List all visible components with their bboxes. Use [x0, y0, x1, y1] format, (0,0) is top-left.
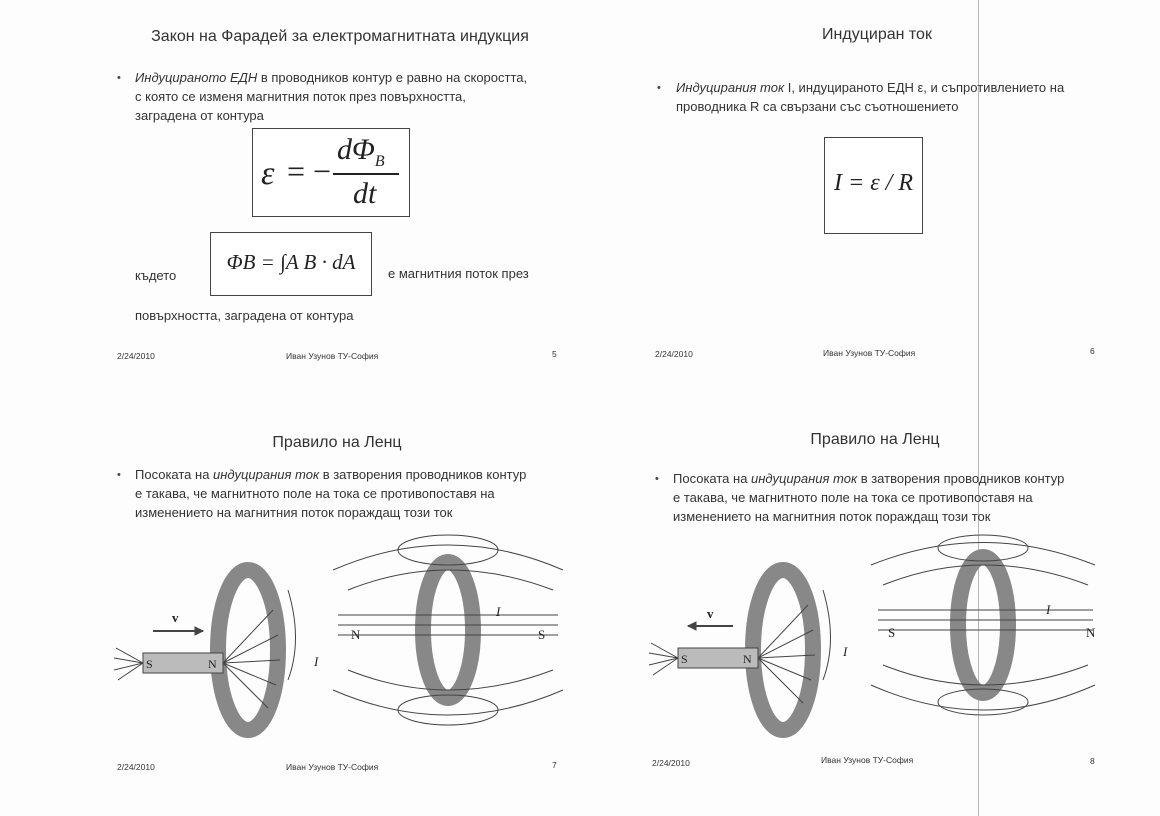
slide-author: Иван Узунов ТУ-София	[286, 351, 379, 361]
magnet-n-label: N	[208, 657, 217, 671]
bullet-text: Посоката на индуцирания ток в затворения…	[135, 465, 526, 522]
pole-left-label: S	[888, 625, 895, 640]
slide-date: 2/24/2010	[117, 351, 155, 361]
emphasis: индуцирания ток	[213, 467, 320, 482]
ring-field-figure: S N I	[870, 534, 1096, 716]
text-line: изменението на магнитния поток пораждащ …	[135, 505, 453, 520]
text-line: е такава, че магнитното поле на тока се …	[673, 490, 1033, 505]
text-line: проводника R са свързани със съотношение…	[676, 99, 959, 114]
bullet-icon: •	[117, 469, 121, 481]
velocity-label: v	[172, 610, 179, 625]
text-line: повърхността, заградена от контура	[135, 308, 354, 323]
pole-right-label: S	[538, 627, 545, 642]
text-line: в затворения проводников контур	[857, 471, 1065, 486]
flux-description: е магнитния поток през	[388, 266, 529, 281]
emphasis: Индуцирания ток	[676, 80, 785, 95]
ring-field-figure: N S I	[332, 534, 564, 726]
slide-date: 2/24/2010	[655, 349, 693, 359]
ohm-formula: I = ε / R	[834, 170, 913, 196]
bullet-icon: •	[117, 72, 121, 84]
slide-author: Иван Узунов ТУ-София	[286, 762, 379, 772]
slide-number: 5	[552, 349, 557, 359]
text-line: Посоката на	[135, 467, 214, 482]
text-line: заградена от контура	[135, 108, 264, 123]
bullet-text: Индуцираното ЕДН в проводников контур е …	[135, 68, 527, 125]
pole-left-label: N	[351, 627, 361, 642]
current-label: I	[495, 604, 501, 619]
current-label: I	[842, 644, 848, 659]
velocity-label: v	[707, 606, 714, 621]
text-line: е такава, че магнитното поле на тока се …	[135, 486, 495, 501]
emphasis: Индуцираното ЕДН	[135, 70, 258, 85]
magnet-figure: v S N I	[648, 562, 848, 738]
magnet-n-label: N	[743, 652, 752, 666]
slide-author: Иван Узунов ТУ-София	[821, 755, 914, 765]
text-line: I, индуцираното ЕДН ε, и съпротивлението…	[784, 80, 1065, 95]
text-line: Посоката на	[673, 471, 752, 486]
ohm-formula-box: I = ε / R	[824, 137, 923, 234]
magnet-figure: v S N I	[113, 562, 319, 738]
lenz-diagram: v S N I S N I	[648, 534, 1096, 738]
bullet-icon: •	[657, 82, 661, 94]
bullet-text: Посоката на индуцирания ток в затворения…	[673, 469, 1064, 526]
where-label: където	[135, 268, 177, 283]
slide-number: 7	[552, 760, 557, 770]
slide-date: 2/24/2010	[652, 758, 690, 768]
lenz-diagram: v S N I N S I	[113, 534, 564, 738]
scan-artifact-line	[978, 0, 979, 816]
bullet-icon: •	[655, 473, 659, 485]
flux-formula-box: ΦB = ∫A B · dA	[210, 232, 372, 296]
slide-number: 8	[1090, 756, 1095, 766]
emphasis: индуцирания ток	[751, 471, 858, 486]
text-line: с която се изменя магнитния поток през п…	[135, 89, 466, 104]
faraday-formula: ε = − dΦB dt	[252, 128, 410, 217]
flux-formula: ΦB = ∫A B · dA	[226, 250, 356, 274]
slide-title: Правило на Ленц	[272, 434, 402, 451]
current-label: I	[313, 654, 319, 669]
pole-right-label: N	[1086, 625, 1096, 640]
magnet-s-label: S	[146, 657, 153, 671]
text-line: в проводников контур е равно на скоростт…	[257, 70, 528, 85]
slide-title: Закон на Фарадей за електромагнитната ин…	[151, 28, 529, 45]
text-line: изменението на магнитния поток пораждащ …	[673, 509, 991, 524]
current-label: I	[1045, 602, 1051, 617]
magnet-s-label: S	[681, 652, 688, 666]
slide-title: Индуциран ток	[822, 26, 932, 43]
slide-date: 2/24/2010	[117, 762, 155, 772]
slide-author: Иван Узунов ТУ-София	[823, 348, 916, 358]
slide-title: Правило на Ленц	[810, 431, 940, 448]
text-line: в затворения проводников контур	[319, 467, 527, 482]
slide-number: 6	[1090, 346, 1095, 356]
bullet-text: Индуцирания ток I, индуцираното ЕДН ε, и…	[676, 78, 1064, 116]
